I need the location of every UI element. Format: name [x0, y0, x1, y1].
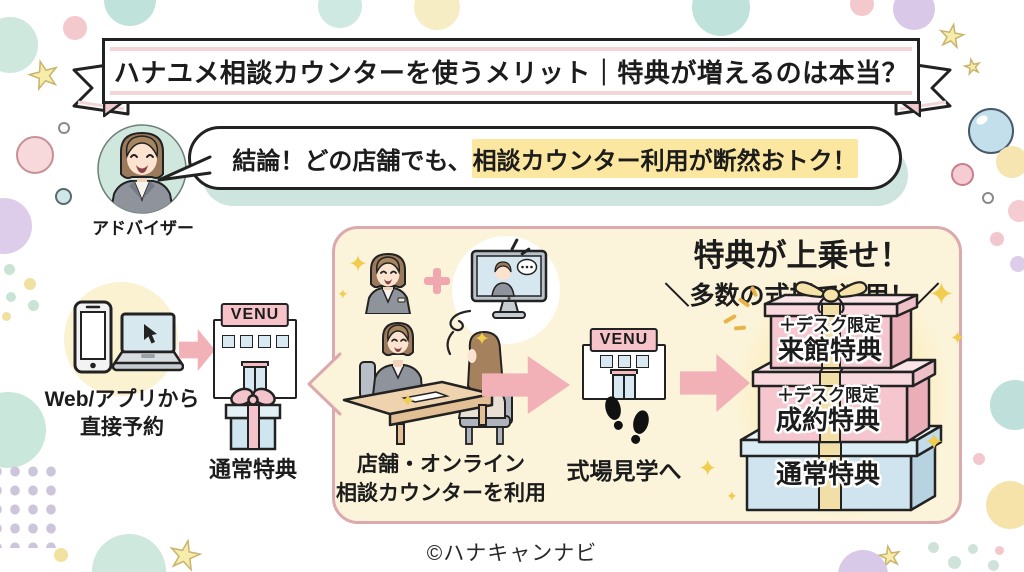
deco-star: ★	[22, 51, 65, 100]
swirl-connector-icon	[446, 309, 472, 356]
sparkle-icon: ✦	[337, 287, 349, 303]
deco-dot	[990, 232, 1004, 246]
counter-usage-label-line1: 店舗・オンライン	[357, 453, 525, 476]
sparkle-icon: ✦	[474, 328, 490, 350]
venue-windows	[584, 355, 664, 368]
gift-box-regular-icon	[224, 387, 282, 451]
venue-body	[582, 344, 666, 400]
deco-dot	[54, 548, 68, 562]
gift-stack-icon	[739, 281, 943, 512]
gift-visit-label: ＋デスク限定 来館特典	[762, 316, 898, 365]
copyright-text: ©ハナキャンナビ	[426, 542, 598, 565]
sparkle-icon: ✦	[698, 456, 718, 482]
gift-contract-line1: ＋デスク限定	[777, 386, 879, 405]
gift-contract-label: ＋デスク限定 成約特典	[752, 386, 904, 435]
sparkle-icon: ✦	[950, 328, 966, 349]
direct-booking-label: Web/アプリから 直接予約	[34, 386, 210, 442]
bubble-highlight-text: 相談カウンター利用が断然おトク！	[471, 138, 858, 178]
deco-dot	[928, 542, 939, 553]
footprints-icon	[605, 396, 649, 444]
deco-bubble	[16, 136, 54, 174]
sparkle-icon: ✦	[924, 428, 945, 456]
advisor-speech-bubble: 結論！どの店舗でも、相談カウンター利用が断然おトク！	[188, 126, 902, 190]
deco-circle	[838, 550, 888, 572]
deco-circle	[986, 481, 1024, 529]
venue-windows	[215, 335, 295, 348]
online-monitor-icon	[470, 249, 548, 319]
deco-dot	[973, 453, 985, 465]
deco-circle	[893, 0, 935, 30]
deco-circle	[996, 146, 1024, 178]
panel-tail-icon	[307, 352, 342, 416]
counter-usage-label-line2: 相談カウンターを利用	[336, 482, 546, 505]
flow-arrow-icon	[179, 329, 215, 371]
deco-star: ★	[961, 54, 984, 81]
deco-dot	[2, 312, 11, 321]
regular-gift-label: 通常特典	[208, 457, 297, 482]
advisor-name-label: アドバイザー	[92, 219, 194, 238]
deco-circle	[63, 16, 87, 40]
deco-dot	[968, 544, 978, 554]
deco-dot	[1010, 256, 1024, 272]
plus-icon	[424, 268, 450, 294]
direct-booking-label-line2: 直接予約	[80, 416, 164, 439]
panel-headline-line1: 特典が上乗せ！	[693, 238, 911, 273]
deco-polka-dots	[0, 462, 60, 548]
venue-door	[609, 369, 639, 398]
counter-usage-label: 店舗・オンライン 相談カウンターを利用	[330, 450, 552, 508]
deco-circle	[850, 0, 874, 16]
deco-dot	[28, 300, 39, 311]
gift-visit-line2: 来館特典	[777, 335, 882, 365]
page-title: ハナユメ相談カウンターを使うメリット｜特典が増えるのは本当？	[113, 57, 909, 88]
deco-circle	[0, 198, 32, 254]
deco-dot	[995, 546, 1004, 555]
deco-circle	[692, 0, 750, 36]
deco-circle	[318, 0, 362, 28]
sparkle-icon: ✦	[400, 390, 416, 412]
venue-sign: VENU	[220, 303, 290, 327]
venue-building-panel: VENU	[582, 328, 666, 400]
deco-circle	[414, 0, 460, 30]
bubble-text: 結論！どの店舗でも、	[232, 147, 472, 175]
deco-bubble	[982, 192, 994, 204]
deco-dot	[24, 278, 36, 290]
counter-advisor-icon	[364, 252, 412, 314]
deco-bubble	[58, 122, 70, 134]
speech-bubble-tail-icon	[157, 155, 212, 182]
deco-bubble	[55, 188, 72, 205]
laptop-icon	[112, 312, 184, 372]
deco-circle	[990, 380, 1024, 430]
title-banner: ハナユメ相談カウンターを使うメリット｜特典が増えるのは本当？	[102, 38, 920, 104]
deco-dot	[948, 556, 961, 569]
deco-dot	[6, 292, 16, 302]
venue-tour-label: 式場見学へ	[566, 458, 682, 484]
direct-booking-label-line1: Web/アプリから	[44, 388, 200, 411]
deco-circle	[104, 0, 156, 26]
sparkle-icon: ✦	[726, 489, 738, 505]
deco-bubble	[951, 163, 974, 186]
deco-star: ★	[935, 16, 969, 57]
deco-dot	[1008, 200, 1024, 222]
advisor-avatar	[97, 124, 187, 214]
venue-sign: VENU	[589, 328, 659, 352]
gift-regular-line: 通常特典	[775, 459, 880, 489]
gift-contract-line2: 成約特典	[775, 405, 880, 435]
smartphone-icon	[73, 300, 113, 374]
gift-visit-line1: ＋デスク限定	[779, 316, 881, 335]
deco-dot	[988, 560, 999, 571]
sparkle-icon: ✦	[348, 250, 369, 278]
gift-regular-label: 通常特典	[748, 460, 908, 489]
deco-dot	[4, 264, 15, 275]
sparkle-icon: ✦	[928, 275, 955, 313]
